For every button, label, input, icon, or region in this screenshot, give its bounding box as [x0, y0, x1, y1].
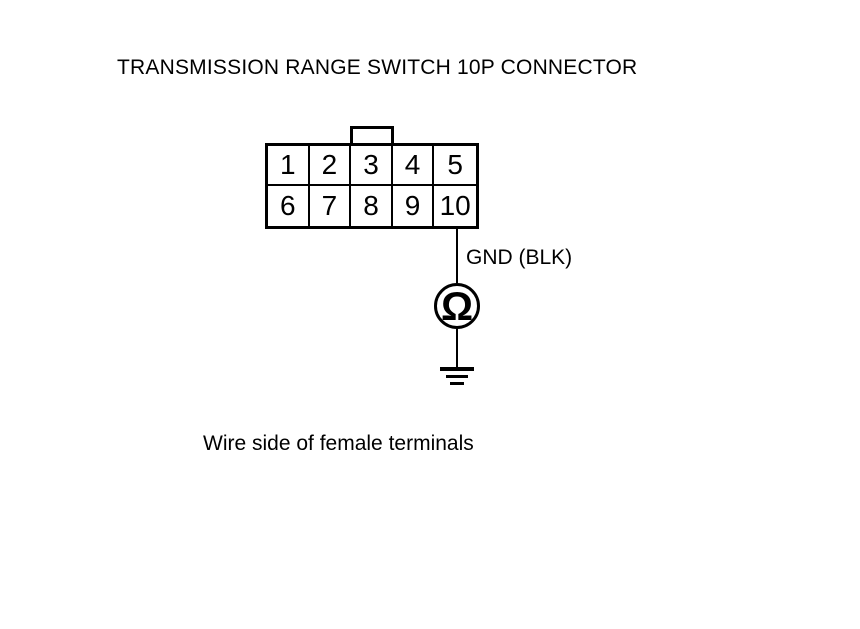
omega-icon: Ω [440, 285, 474, 329]
ground-symbol-bar-middle [446, 375, 468, 378]
pin-cell-6: 6 [268, 186, 310, 226]
pin-cell-7: 7 [310, 186, 352, 226]
pin-cell-4: 4 [392, 146, 435, 186]
wire-label-gnd: GND (BLK) [466, 246, 573, 269]
connector-pin-grid: 1 2 3 4 5 6 7 8 9 10 [265, 143, 479, 229]
wire-segment-lower [456, 329, 458, 367]
pin-cell-9: 9 [393, 186, 435, 226]
diagram-caption: Wire side of female terminals [203, 432, 474, 455]
connector-key-tab [350, 126, 394, 146]
wire-segment-upper [456, 226, 458, 283]
pin-cell-8: 8 [351, 186, 393, 226]
diagram-title: TRANSMISSION RANGE SWITCH 10P CONNECTOR [117, 56, 638, 79]
ground-symbol-bar-bottom [450, 382, 464, 385]
pin-cell-3: 3 [351, 146, 393, 186]
pin-cell-2: 2 [309, 146, 352, 186]
pin-cell-1: 1 [268, 146, 310, 186]
ground-symbol-bar-top [440, 367, 474, 371]
ohmmeter-symbol: Ω [434, 283, 480, 329]
pin-cell-5: 5 [434, 146, 476, 186]
pin-cell-10: 10 [439, 190, 471, 221]
